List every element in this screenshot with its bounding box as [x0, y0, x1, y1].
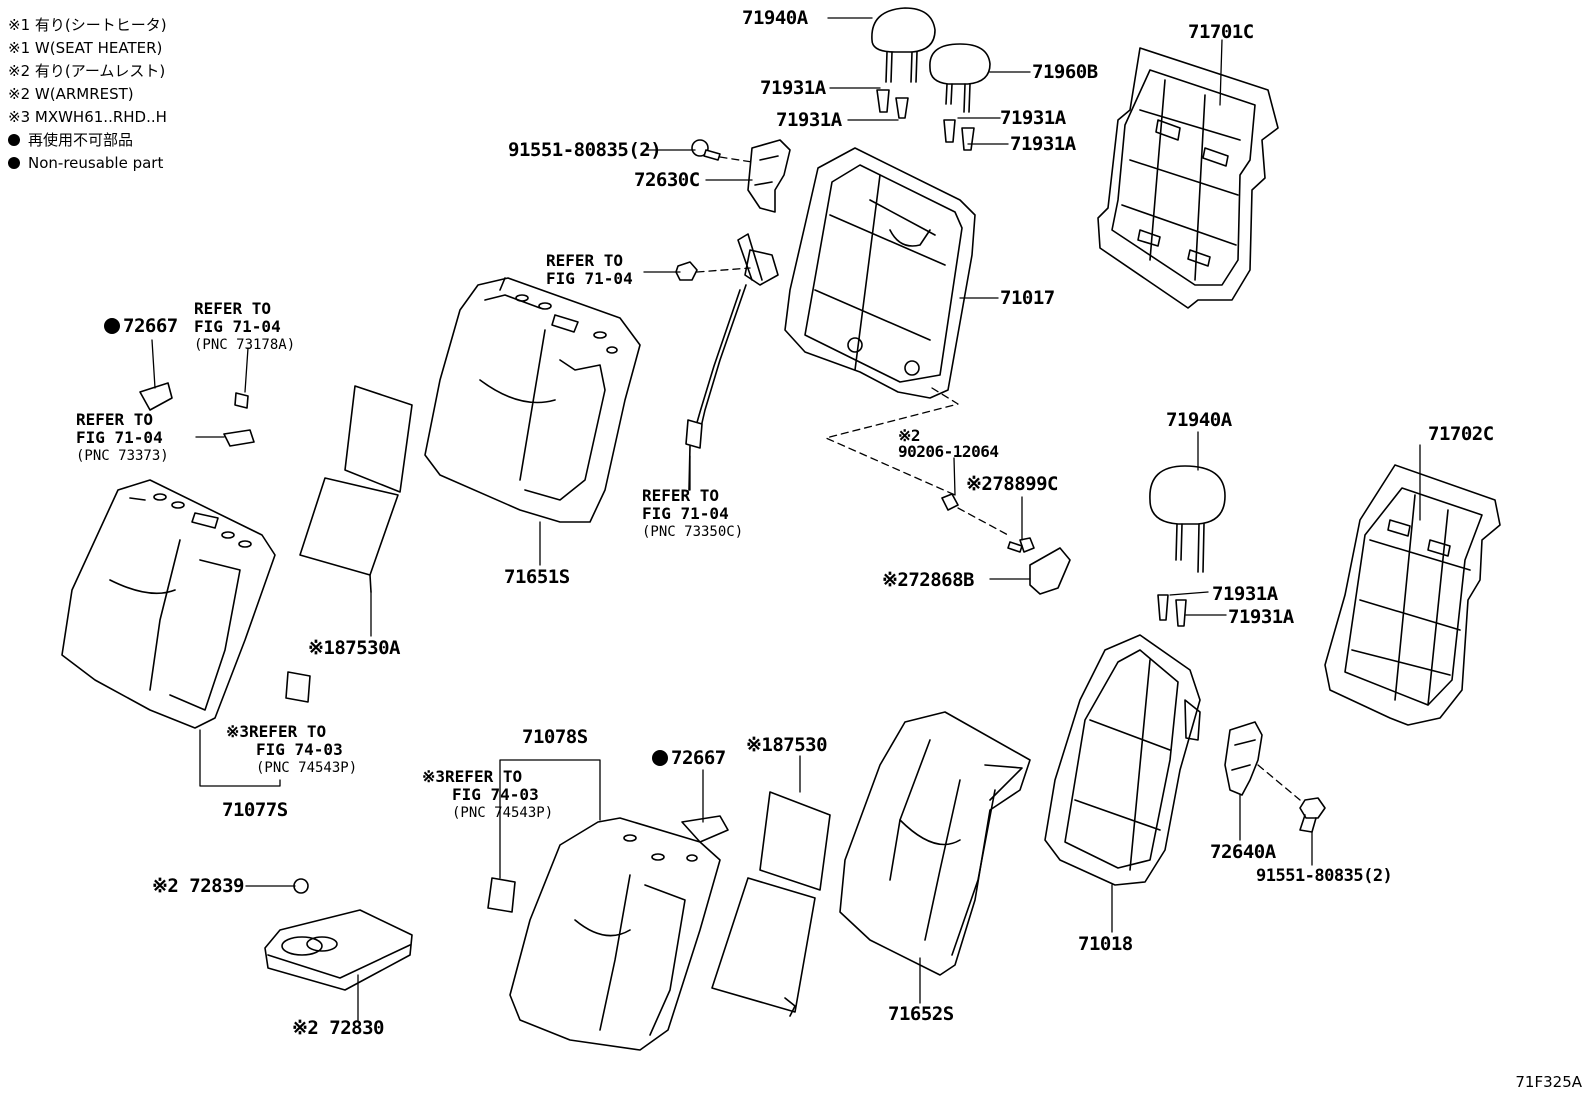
legend-nonreusable-en: Non-reusable part: [28, 154, 164, 172]
legend-nonreusable-jp: 再使用不可部品: [28, 131, 134, 149]
legend: ※1 有り(シートヒータ) ※1 W(SEAT HEATER) ※2 有り(アー…: [8, 14, 167, 175]
part-label-71940a-top: 71940A: [742, 7, 808, 29]
non-reusable-dot-icon: [8, 157, 20, 169]
armrest-hinge-parts: [941, 493, 1071, 595]
part-label-91551-top: 91551-80835(2): [508, 139, 662, 161]
refer-note-line: REFER TO: [194, 299, 272, 318]
part-label-71078s: 71078S: [522, 726, 588, 748]
legend-line-2: ※1 W(SEAT HEATER): [8, 39, 163, 57]
seatback-frame-71018: [1044, 634, 1201, 886]
refer-note-fig: FIG 71-04: [642, 504, 729, 523]
part-label-87530a: ※187530A: [308, 637, 401, 659]
clip-72667-mid: [681, 815, 729, 843]
part-label-71931a-4: 71931A: [1010, 133, 1076, 155]
part-label-71931a-6: 71931A: [1228, 606, 1294, 628]
part-label-71960b: 71960B: [1032, 61, 1098, 83]
headrest-guide-pins: [876, 89, 1187, 627]
non-reusable-dot-icon: [8, 134, 20, 146]
part-label-72630c: 72630C: [634, 169, 700, 191]
seatback-board-71701c: [1097, 47, 1279, 309]
part-label-71077s: 71077S: [222, 799, 288, 821]
seat-heater-87530a: [299, 385, 413, 593]
refer-note-pnc: (PNC 73350C): [642, 524, 744, 540]
legend-line-4: ※2 W(ARMREST): [8, 85, 134, 103]
part-label-71931a-1: 71931A: [760, 77, 826, 99]
refer-note-pnc: (PNC 74543P): [452, 805, 554, 821]
refer-note-73178a: REFER TO FIG 71-04 (PNC 73178A): [194, 300, 295, 354]
part-label-71652s: 71652S: [888, 1003, 954, 1025]
part-label-72839: ※2 72839: [152, 875, 245, 897]
refer-note-pnc: (PNC 73373): [76, 448, 169, 464]
headrest-71940a-top: [871, 7, 936, 83]
refer-note-73373: REFER TO FIG 71-04 (PNC 73373): [76, 411, 169, 465]
refer-note-73350c: REFER TO FIG 71-04 (PNC 73350C): [642, 487, 743, 541]
part-label-87530: ※187530: [746, 734, 828, 756]
legend-line-1: ※1 有り(シートヒータ): [8, 16, 167, 34]
headrest-71960b: [929, 43, 991, 113]
refer-note-line: REFER TO: [546, 251, 624, 270]
seatback-board-71702c: [1324, 464, 1501, 726]
refer-note-line: REFER TO: [76, 410, 154, 429]
seat-heater-87530: [711, 791, 831, 1017]
refer-note-fig: FIG 74-03: [256, 740, 343, 759]
refer-note-fig: FIG 71-04: [76, 428, 163, 447]
part-label-71702c: 71702C: [1428, 423, 1494, 445]
part-label-78899c: ※278899C: [966, 473, 1059, 495]
refer-note-fig: FIG 71-04: [194, 317, 281, 336]
part-label-72667-mid: 72667: [652, 748, 726, 768]
dashed-lines: [696, 156, 1301, 801]
seat-cushion-cover-71077s: [61, 479, 276, 729]
part-label-71940a-right: 71940A: [1166, 409, 1232, 431]
part-label-71651s: 71651S: [504, 566, 570, 588]
part-label-71931a-2: 71931A: [776, 109, 842, 131]
part-label-72667-left: 72667: [104, 316, 178, 336]
part-label-90206-mark: ※2: [898, 426, 921, 445]
part-label-72868b: ※272868B: [882, 569, 975, 591]
small-parts-left: [139, 382, 255, 447]
anchor-nut: [675, 261, 698, 281]
legend-line-3: ※2 有り(アームレスト): [8, 62, 166, 80]
refer-note-fig: FIG 74-03: [452, 785, 539, 804]
label-tag-mid: [487, 877, 516, 913]
part-label-72640a: 72640A: [1210, 841, 1276, 863]
refer-note-line: ※3REFER TO: [422, 767, 523, 786]
part-label-90206: 90206-12064: [898, 442, 999, 461]
refer-note-line: ※3REFER TO: [226, 722, 327, 741]
part-label-71931a-3: 71931A: [1000, 107, 1066, 129]
part-label-71931a-5: 71931A: [1212, 583, 1278, 605]
armrest-72830: [264, 878, 413, 991]
part-label-71018: 71018: [1078, 933, 1133, 955]
refer-note-belt: REFER TO FIG 71-04: [546, 252, 633, 288]
refer-note-74543p-left: ※3REFER TO FIG 74-03 (PNC 74543P): [226, 723, 357, 777]
seatback-cover-71652s: [839, 711, 1031, 976]
leader-lines: [151, 17, 1421, 1021]
part-label-71701c: 71701C: [1188, 21, 1254, 43]
seatback-frame-71017: [784, 147, 976, 399]
figure-code: 71F325A: [1515, 1073, 1582, 1091]
refer-note-line: REFER TO: [642, 486, 720, 505]
part-label-91551-right: 91551-80835(2): [1256, 866, 1393, 886]
seat-cushion-cover-71078s: [509, 817, 721, 1051]
label-tag-left: [285, 671, 311, 703]
refer-note-74543p-mid: ※3REFER TO FIG 74-03 (PNC 74543P): [422, 768, 553, 822]
bracket-72640a: [1224, 721, 1326, 833]
part-label-72830: ※2 72830: [292, 1017, 385, 1039]
legend-line-7: Non-reusable part: [8, 152, 167, 175]
headrest-71940a-right: [1149, 465, 1226, 573]
bracket-72630c: [691, 139, 791, 213]
legend-line-6: 再使用不可部品: [8, 129, 167, 152]
seat-belt-center: [685, 233, 779, 491]
legend-line-5: ※3 MXWH61..RHD..H: [8, 108, 167, 126]
part-label-71017: 71017: [1000, 287, 1055, 309]
seatback-cover-71651s: [424, 277, 641, 523]
refer-note-pnc: (PNC 74543P): [256, 760, 358, 776]
refer-note-fig: FIG 71-04: [546, 269, 633, 288]
refer-note-pnc: (PNC 73178A): [194, 337, 296, 353]
